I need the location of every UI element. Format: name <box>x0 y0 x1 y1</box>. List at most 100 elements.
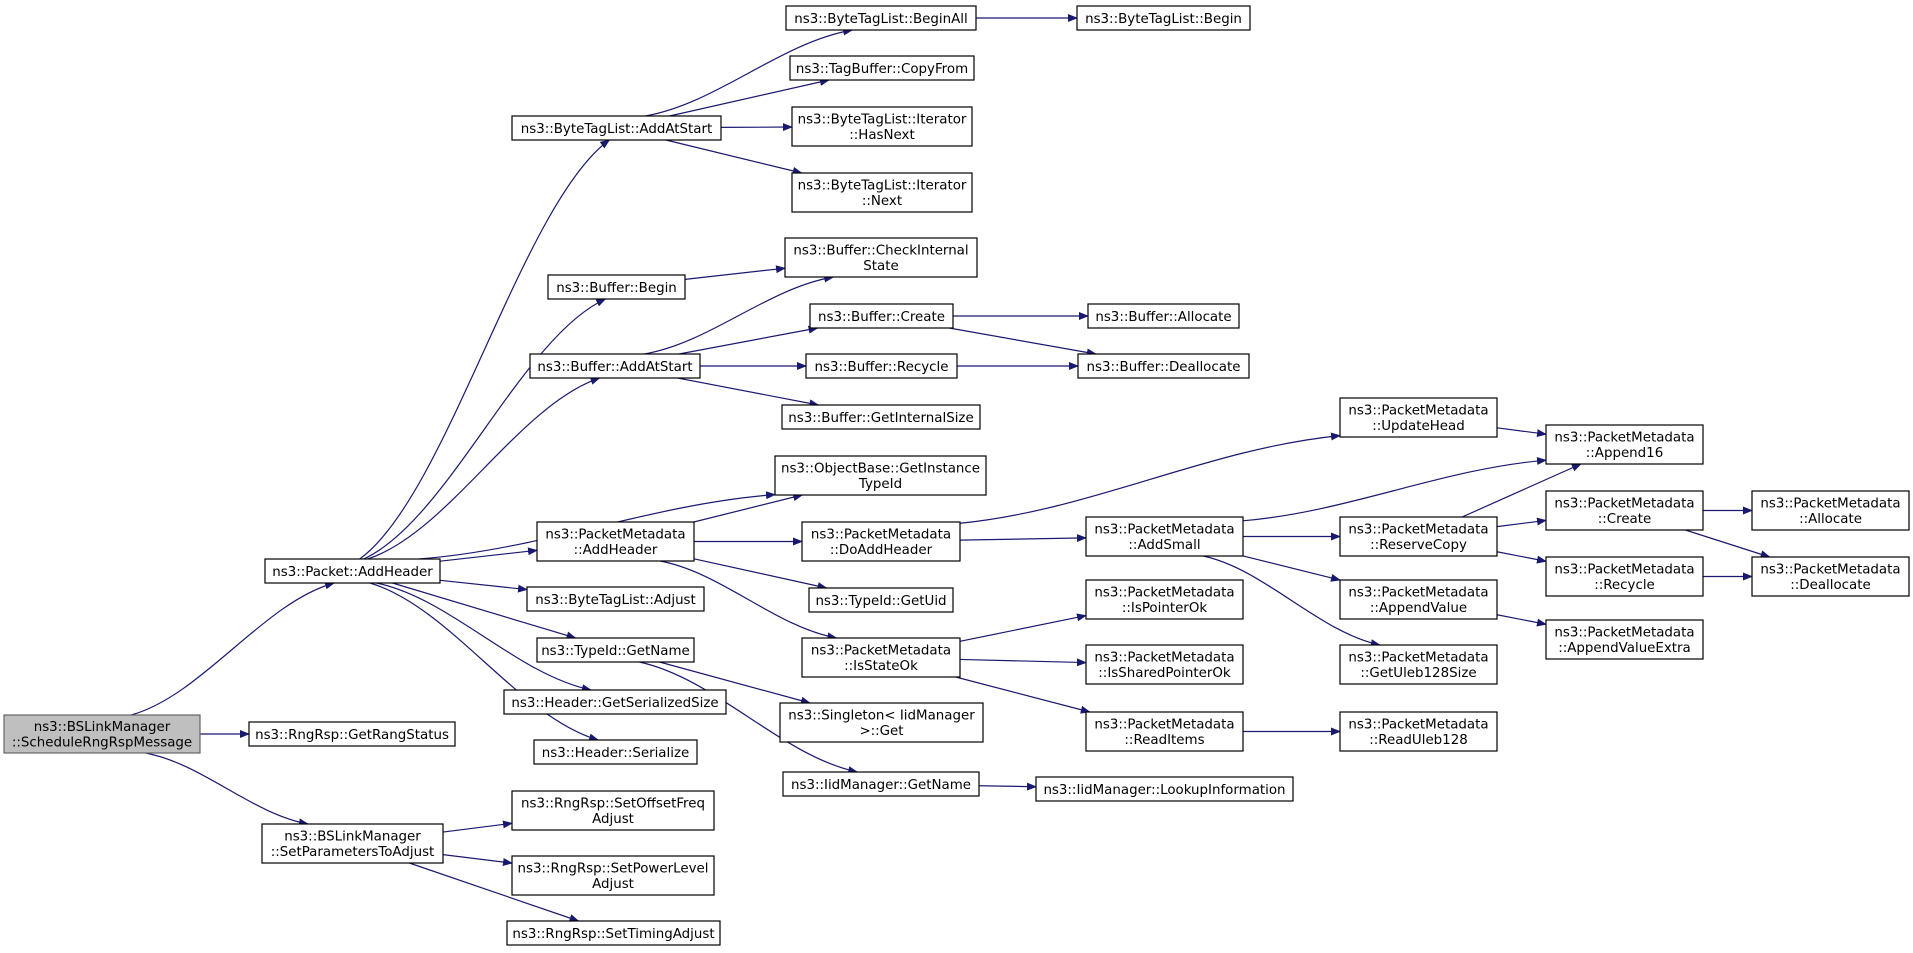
edge-addheader-to-btl-addatstart <box>359 139 611 560</box>
node-label-line: ns3::RngRsp::SetOffsetFreq <box>521 797 705 812</box>
node-label-line: ::ScheduleRngRspMessage <box>12 736 192 751</box>
node-addheader[interactable]: ns3::Packet::AddHeader <box>264 558 441 584</box>
node-buf-getinternalsize[interactable]: ns3::Buffer::GetInternalSize <box>781 404 981 430</box>
node-pm-issharedpointerok[interactable]: ns3::PacketMetadata::IsSharedPointerOk <box>1085 644 1244 685</box>
node-box <box>791 106 973 147</box>
edge-iid-getname-to-iid-lookup <box>978 782 1037 791</box>
node-pm-appendvalue[interactable]: ns3::PacketMetadata::AppendValue <box>1339 579 1498 620</box>
node-label-line: ns3::ObjectBase::GetInstance <box>781 462 980 477</box>
node-pm-append16[interactable]: ns3::PacketMetadata::Append16 <box>1545 424 1704 465</box>
node-pm-readitems[interactable]: ns3::PacketMetadata::ReadItems <box>1085 711 1244 752</box>
node-box <box>1339 579 1498 620</box>
node-btl-it-hasnext[interactable]: ns3::ByteTagList::Iterator::HasNext <box>791 106 973 147</box>
node-box <box>526 586 705 612</box>
node-pm-deallocate[interactable]: ns3::PacketMetadata::Deallocate <box>1751 556 1910 597</box>
edge-addheader-to-pm-addheader <box>439 547 538 562</box>
node-box <box>536 637 695 663</box>
node-typeid-getname[interactable]: ns3::TypeId::GetName <box>536 637 695 663</box>
node-pm-ispointerok[interactable]: ns3::PacketMetadata::IsPointerOk <box>1085 579 1244 620</box>
node-box <box>1751 490 1910 531</box>
node-label-line: ns3::BSLinkManager <box>284 830 421 845</box>
edge-buf-addatstart-to-buf-getinternalsize <box>677 377 820 408</box>
edge-btl-addatstart-to-btl-it-next <box>665 139 803 175</box>
node-label-line: ns3::ByteTagList::Iterator <box>798 179 967 194</box>
node-label-line: ::AppendValue <box>1370 601 1467 616</box>
node-buf-addatstart[interactable]: ns3::Buffer::AddAtStart <box>529 353 701 379</box>
node-btl-begin[interactable]: ns3::ByteTagList::Begin <box>1076 5 1251 31</box>
edge-setparams-to-set-timing <box>409 862 580 922</box>
node-pm-isstateok[interactable]: ns3::PacketMetadata::IsStateOk <box>801 637 961 678</box>
node-buf-begin[interactable]: ns3::Buffer::Begin <box>547 274 686 300</box>
node-box <box>1085 579 1244 620</box>
node-box <box>784 237 978 278</box>
node-hdr-getsersize[interactable]: ns3::Header::GetSerializedSize <box>503 689 727 715</box>
node-label-line: ns3::RngRsp::SetPowerLevel <box>518 862 709 877</box>
node-pm-getuleb128size[interactable]: ns3::PacketMetadata::GetUleb128Size <box>1339 644 1498 685</box>
node-pm-doaddheader[interactable]: ns3::PacketMetadata::DoAddHeader <box>801 521 961 562</box>
node-buf-deallocate[interactable]: ns3::Buffer::Deallocate <box>1077 353 1250 379</box>
node-btl-beginall[interactable]: ns3::ByteTagList::BeginAll <box>785 5 977 31</box>
edge-btl-addatstart-to-tagbuf-copyfrom <box>669 78 830 117</box>
node-btl-addatstart[interactable]: ns3::ByteTagList::AddAtStart <box>511 115 722 141</box>
edge-pm-addheader-to-typeid-getuid <box>693 558 828 590</box>
edge-pm-create-to-pm-deallocate <box>1685 529 1771 559</box>
node-label-line: ns3::Buffer::Create <box>818 310 945 325</box>
node-label-line: ns3::PacketMetadata <box>811 528 951 543</box>
node-label-line: ::ReadUleb128 <box>1369 733 1468 748</box>
node-buf-recycle[interactable]: ns3::Buffer::Recycle <box>805 353 958 379</box>
node-tagbuf-copyfrom[interactable]: ns3::TagBuffer::CopyFrom <box>789 55 975 81</box>
node-box <box>1085 516 1244 557</box>
node-pm-addheader[interactable]: ns3::PacketMetadata::AddHeader <box>536 521 695 562</box>
node-btl-adjust[interactable]: ns3::ByteTagList::Adjust <box>526 586 705 612</box>
node-pm-appendvalueextra[interactable]: ns3::PacketMetadata::AppendValueExtra <box>1545 619 1704 660</box>
node-pm-readuleb128[interactable]: ns3::PacketMetadata::ReadUleb128 <box>1339 711 1498 752</box>
node-label-line: ::Next <box>862 194 902 209</box>
node-box <box>1339 516 1498 557</box>
node-label-line: ns3::Buffer::Begin <box>556 281 677 296</box>
node-pm-recycle[interactable]: ns3::PacketMetadata::Recycle <box>1545 556 1704 597</box>
node-label-line: ::Allocate <box>1799 512 1862 527</box>
node-root[interactable]: ns3::BSLinkManager::ScheduleRngRspMessag… <box>3 714 201 754</box>
node-box <box>533 739 698 765</box>
node-btl-it-next[interactable]: ns3::ByteTagList::Iterator::Next <box>791 172 973 213</box>
node-label-line: ns3::ByteTagList::Begin <box>1085 12 1242 27</box>
node-set-timing[interactable]: ns3::RngRsp::SetTimingAdjust <box>506 920 721 946</box>
node-box <box>1545 619 1704 660</box>
node-label-line: ::Append16 <box>1586 446 1663 461</box>
edge-buf-create-to-buf-deallocate <box>949 327 1097 357</box>
node-label-line: ::DoAddHeader <box>830 543 933 558</box>
node-singleton-get[interactable]: ns3::Singleton< IidManager>::Get <box>779 702 984 743</box>
node-pm-addsmall[interactable]: ns3::PacketMetadata::AddSmall <box>1085 516 1244 557</box>
node-box <box>529 353 701 379</box>
node-label-line: TypeId <box>858 477 902 492</box>
node-pm-updatehead[interactable]: ns3::PacketMetadata::UpdateHead <box>1339 397 1498 438</box>
node-buf-allocate[interactable]: ns3::Buffer::Allocate <box>1087 303 1240 329</box>
node-buf-create[interactable]: ns3::Buffer::Create <box>809 303 954 329</box>
node-pm-allocate[interactable]: ns3::PacketMetadata::Allocate <box>1751 490 1910 531</box>
nodes-layer: ns3::BSLinkManager::ScheduleRngRspMessag… <box>3 5 1910 946</box>
edge-pm-addheader-to-objbase-getinst <box>693 493 804 523</box>
node-box <box>791 172 973 213</box>
node-label-line: ns3::IidManager::GetName <box>791 778 971 793</box>
node-pm-reservecopy[interactable]: ns3::PacketMetadata::ReserveCopy <box>1339 516 1498 557</box>
node-iid-getname[interactable]: ns3::IidManager::GetName <box>782 771 980 797</box>
node-typeid-getuid[interactable]: ns3::TypeId::GetUid <box>808 587 954 613</box>
node-box <box>1085 711 1244 752</box>
node-iid-lookup[interactable]: ns3::IidManager::LookupInformation <box>1035 776 1294 802</box>
node-box <box>511 790 715 831</box>
node-label-line: ns3::PacketMetadata <box>1760 497 1900 512</box>
node-label-line: ::Deallocate <box>1790 578 1870 593</box>
node-label-line: ::ReserveCopy <box>1370 538 1467 553</box>
node-label-line: ::Create <box>1598 512 1652 527</box>
node-box <box>248 721 456 747</box>
node-pm-create[interactable]: ns3::PacketMetadata::Create <box>1545 490 1704 531</box>
node-hdr-serialize[interactable]: ns3::Header::Serialize <box>533 739 698 765</box>
node-getrangstatus[interactable]: ns3::RngRsp::GetRangStatus <box>248 721 456 747</box>
node-setparams[interactable]: ns3::BSLinkManager::SetParametersToAdjus… <box>261 823 444 864</box>
edge-typeid-getname-to-singleton-get <box>659 661 811 705</box>
edge-addheader-to-hdr-getsersize <box>376 582 592 693</box>
